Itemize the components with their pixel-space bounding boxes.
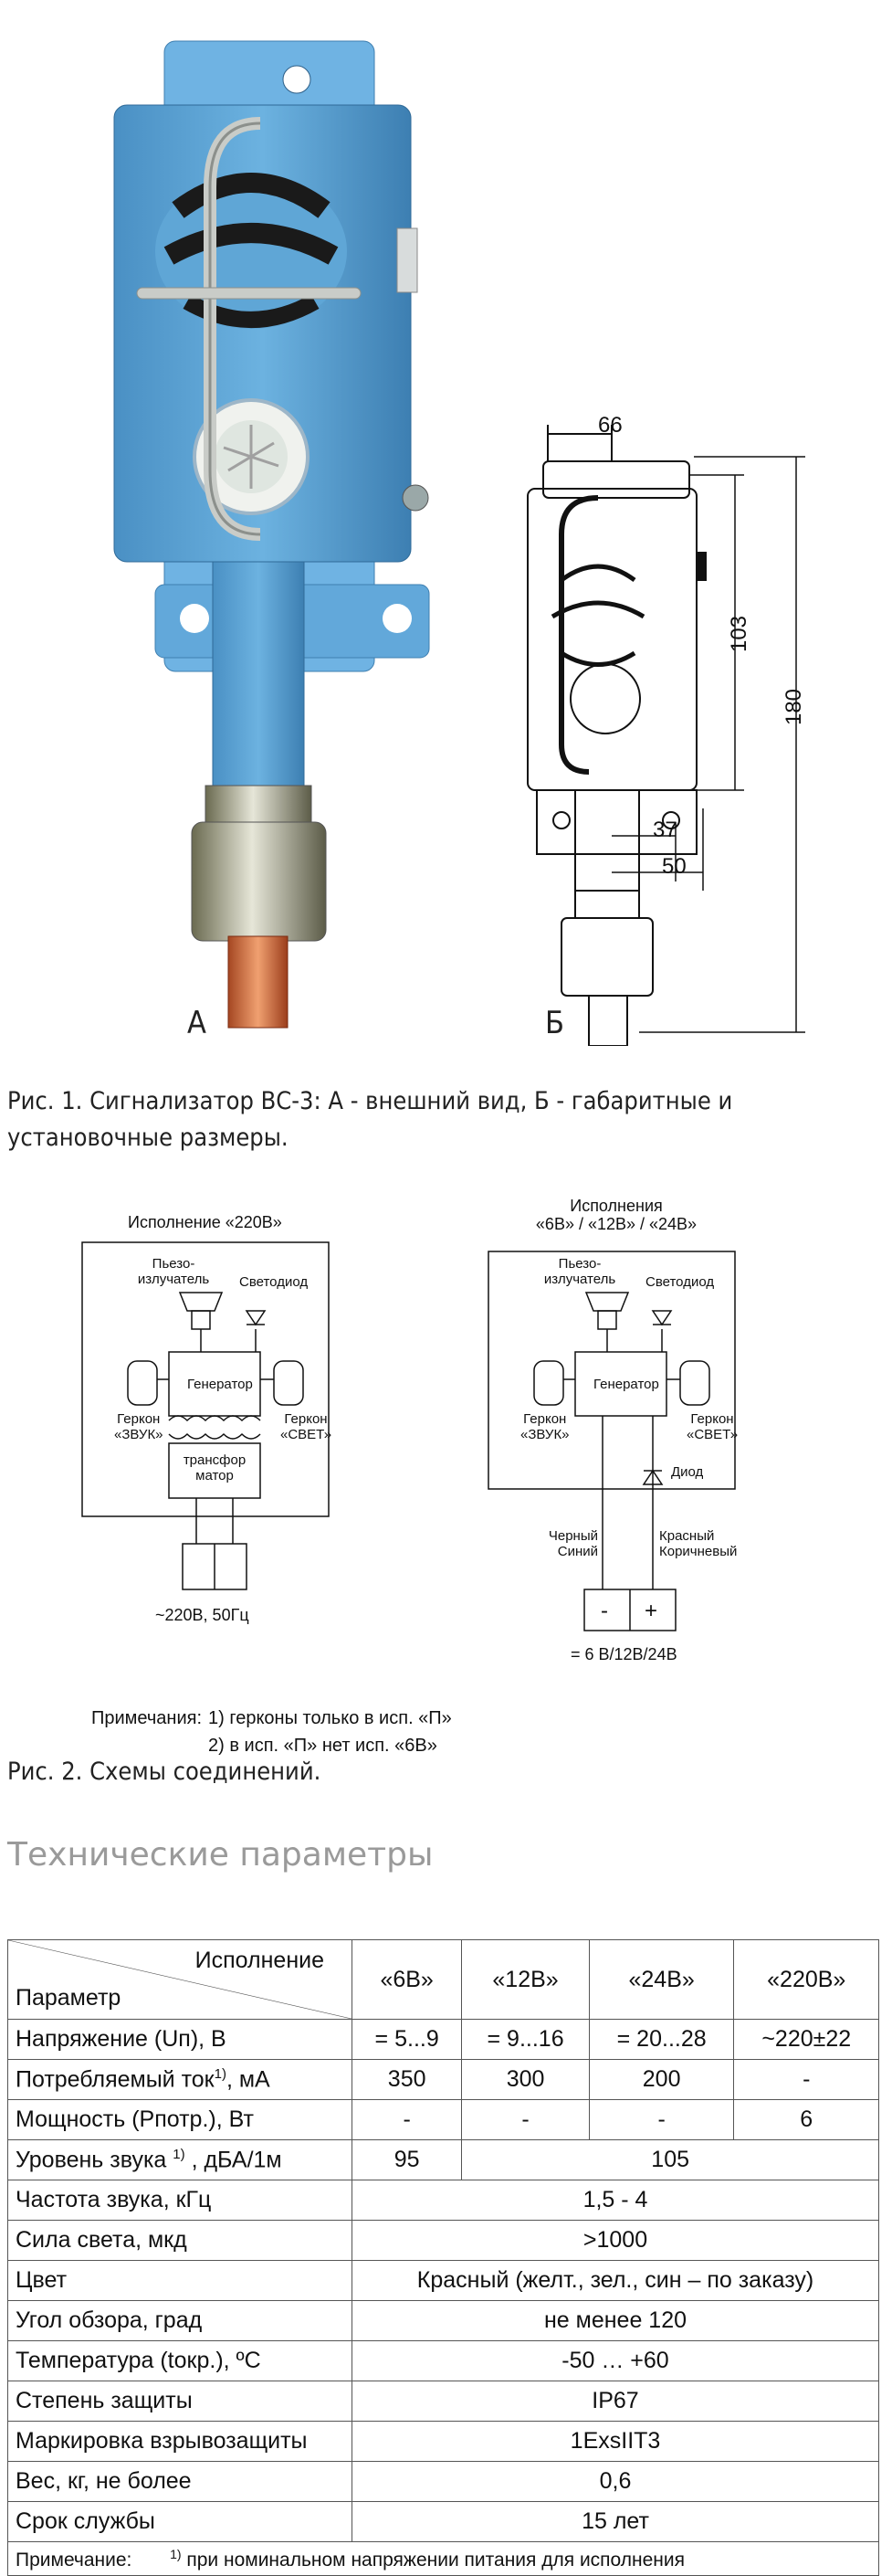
scheme-right-minus: - (601, 1599, 608, 1623)
scheme-right-reed-sound: Геркон «ЗВУК» (520, 1411, 570, 1442)
scheme-right-diode: Диод (671, 1464, 704, 1480)
scheme-right-reed-light: Геркон «СВЕТ» (687, 1411, 739, 1442)
header-param: Параметр (16, 1985, 121, 2011)
scheme-left-reed-sound: Геркон «ЗВУК» (114, 1411, 163, 1442)
col-6v: «6В» (351, 1939, 463, 2020)
note-2: 2) в исп. «П» нет исп. «6В» (208, 1736, 437, 1756)
scheme-right-generator: Генератор (593, 1377, 659, 1392)
scheme-right-piezo: Пьезо- излучатель (543, 1256, 616, 1287)
table-row: Вес, кг, не более 0,6 (7, 2461, 879, 2502)
scheme-left-reed-light: Геркон «СВЕТ» (280, 1411, 332, 1442)
scheme-right-title: Исполнения «6В» / «12В» / «24В» (535, 1197, 698, 1233)
scheme-left-generator: Генератор (187, 1377, 253, 1392)
label-b: Б (545, 1005, 564, 1041)
col-24v: «24В» (588, 1939, 735, 2020)
footnote-sup: 1) (170, 2546, 182, 2561)
notes-label: Примечания: (91, 1708, 203, 1728)
footnote-label: Примечание: (16, 2549, 132, 2571)
table-footnote-row: Примечание: 1) при номинальном напряжени… (7, 2541, 879, 2576)
scheme-left-supply: ~220В, 50Гц (155, 1606, 249, 1624)
col-220v: «220В» (733, 1939, 879, 2020)
dim-180: 180 (782, 688, 807, 726)
scheme-right-supply: = 6 В/12В/24В (571, 1645, 677, 1663)
table-row: Уровень звука 1) , дБА/1м 95 105 (7, 2139, 879, 2180)
device-photo (113, 40, 430, 1029)
table-row: Маркировка взрывозащиты 1ExsIIT3 (7, 2421, 879, 2462)
scheme-left-transformer: трансфор матор (183, 1452, 247, 1483)
wiring-schemes (81, 1241, 736, 1631)
scheme-left-piezo: Пьезо- излучатель (137, 1256, 210, 1287)
dim-50: 50 (662, 854, 687, 879)
figure1-caption: Рис. 1. Сигнализатор ВС-3: А - внешний в… (7, 1087, 733, 1152)
note-1: 1) герконы только в исп. «П» (208, 1708, 452, 1728)
table-row: Потребляемый ток1), мА 350 300 200 - (7, 2059, 879, 2100)
table-row: Срок службы 15 лет (7, 2501, 879, 2542)
table-row: Частота звука, кГц 1,5 - 4 (7, 2180, 879, 2221)
scheme-right-led: Светодиод (645, 1274, 715, 1290)
table-row: Сила света, мкд >1000 (7, 2220, 879, 2261)
scheme-right-plus: + (645, 1599, 658, 1623)
scheme-right-wire-right: Красный Коричневый (659, 1528, 738, 1559)
section-title: Технические параметры (7, 1836, 434, 1874)
scheme-left-led: Светодиод (239, 1274, 309, 1290)
footnote-text: при номинальном напряжении питания для и… (181, 2549, 685, 2571)
dim-66: 66 (598, 413, 623, 438)
dim-37: 37 (653, 818, 677, 842)
params-table: Исполнение Параметр «6В» «12В» «24В» «22… (7, 1939, 879, 2576)
label-a: А (187, 1005, 206, 1041)
scheme-left-title: Исполнение «220В» (128, 1213, 282, 1231)
scheme-right-wire-left: Черный Синий (548, 1528, 598, 1559)
table-row: Степень защиты IP67 (7, 2381, 879, 2422)
dim-103: 103 (727, 615, 752, 653)
col-12v: «12В» (461, 1939, 590, 2020)
table-header-corner: Исполнение Параметр (7, 1939, 352, 2020)
table-row: Температура (tокр.), ºС -50 … +60 (7, 2340, 879, 2381)
header-exec: Исполнение (194, 1948, 324, 1973)
dimension-drawing (527, 425, 805, 1046)
table-row: Цвет Красный (желт., зел., син – по зака… (7, 2260, 879, 2301)
table-row: Мощность (Рпотр.), Вт - - - 6 (7, 2099, 879, 2140)
figure2-caption: Рис. 2. Схемы соединений. (7, 1758, 321, 1786)
table-row: Угол обзора, град не менее 120 (7, 2300, 879, 2341)
table-row: Напряжение (Uп), В = 5...9 = 9...16 = 20… (7, 2019, 879, 2060)
